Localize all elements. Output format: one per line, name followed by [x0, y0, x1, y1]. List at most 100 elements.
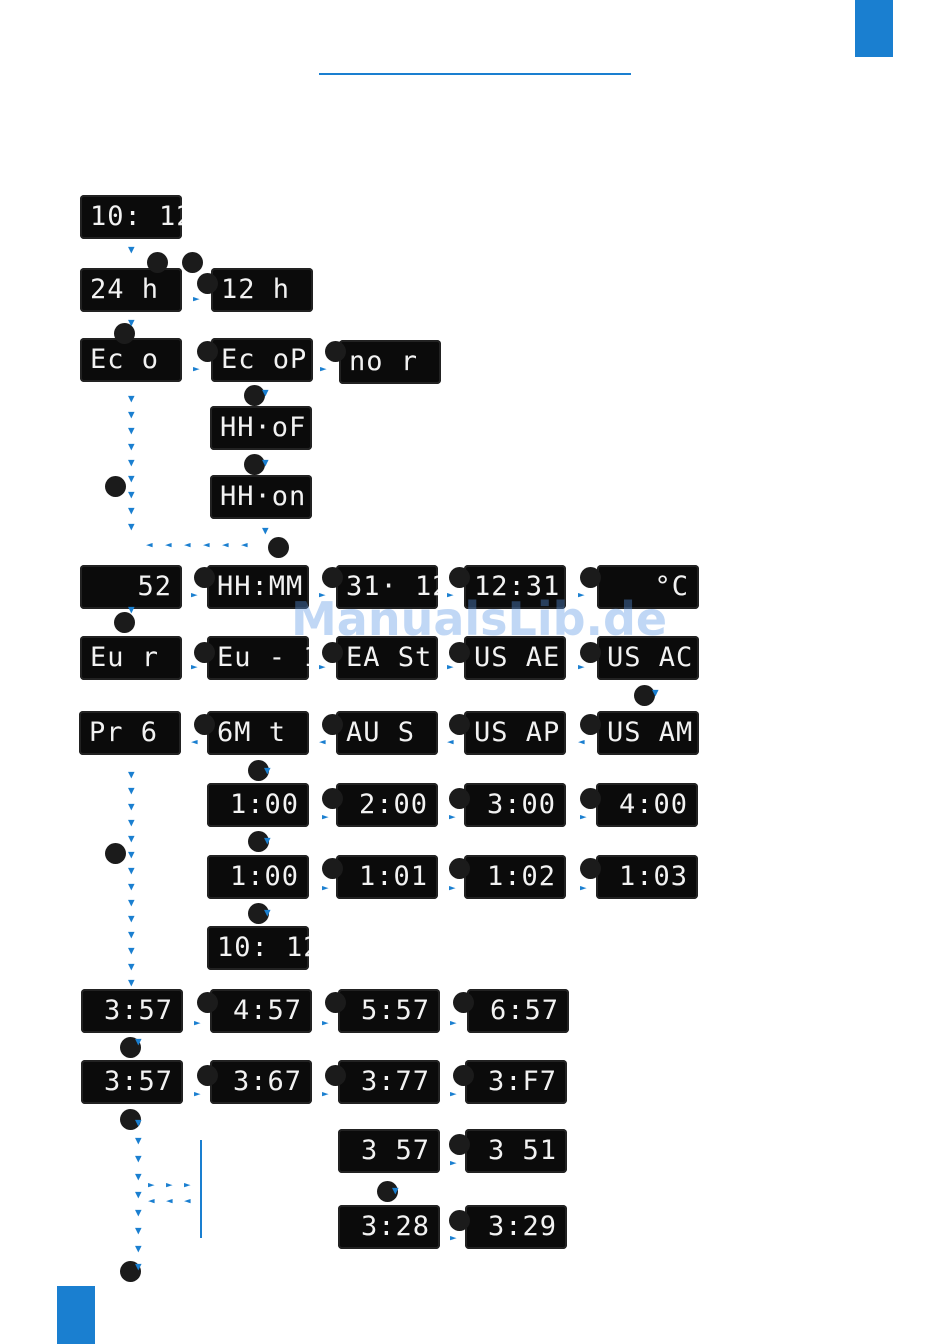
arrow-down-icon: ▼ — [128, 960, 135, 973]
arrow-right-icon: ► — [450, 1231, 457, 1244]
arrow-down-icon: ▼ — [262, 524, 269, 537]
arrow-left-icon: ◄ — [184, 538, 191, 551]
arrow-right-icon: ► — [319, 588, 326, 601]
title-underline — [319, 73, 631, 75]
button-press-icon — [580, 642, 601, 663]
display-screen: Eu - 1 — [207, 636, 309, 680]
button-press-icon — [197, 1065, 218, 1086]
arrow-right-icon: ► — [449, 810, 456, 823]
arrow-down-icon: ▼ — [135, 1152, 142, 1165]
arrow-down-icon: ▼ — [128, 520, 135, 533]
display-screen: 3:77 — [338, 1060, 440, 1104]
arrow-left-icon: ◄ — [148, 1194, 155, 1207]
button-press-icon — [322, 642, 343, 663]
arrow-down-icon: ▼ — [128, 848, 135, 861]
button-press-icon — [449, 642, 470, 663]
arrow-right-icon: ► — [322, 881, 329, 894]
arrow-down-icon: ▼ — [135, 1134, 142, 1147]
display-screen: 5:57 — [338, 989, 440, 1033]
button-press-icon — [244, 454, 265, 475]
button-press-icon — [194, 567, 215, 588]
arrow-down-icon: ▼ — [135, 1035, 142, 1048]
arrow-down-icon: ▼ — [135, 1116, 142, 1129]
button-press-icon — [248, 760, 269, 781]
display-screen: 1:00 — [207, 783, 309, 827]
arrow-down-icon: ▼ — [128, 243, 135, 256]
arrow-down-icon: ▼ — [652, 686, 659, 699]
arrow-right-icon: ► — [578, 588, 585, 601]
display-screen: 3 57 — [338, 1129, 440, 1173]
arrow-right-icon: ► — [193, 362, 200, 375]
button-press-icon — [449, 714, 470, 735]
display-screen: HH·oF — [210, 406, 312, 450]
arrow-down-icon: ▼ — [128, 784, 135, 797]
arrow-right-icon: ► — [322, 1087, 329, 1100]
display-screen: 1:02 — [464, 855, 566, 899]
arrow-down-icon: ▼ — [128, 408, 135, 421]
arrow-down-icon: ▼ — [135, 1224, 142, 1237]
display-screen: HH·on — [210, 475, 312, 519]
button-press-icon — [197, 341, 218, 362]
button-press-icon — [580, 567, 601, 588]
arrow-left-icon: ◄ — [241, 538, 248, 551]
display-screen: 3:00 — [464, 783, 566, 827]
arrow-down-icon: ▼ — [128, 832, 135, 845]
arrow-right-icon: ► — [580, 881, 587, 894]
button-press-icon — [453, 1065, 474, 1086]
button-press-icon — [114, 323, 135, 344]
arrow-right-icon: ► — [578, 660, 585, 673]
arrow-down-icon: ▼ — [262, 386, 269, 399]
display-screen: 3:67 — [210, 1060, 312, 1104]
arrow-left-icon: ◄ — [165, 538, 172, 551]
arrow-left-icon: ◄ — [222, 538, 229, 551]
display-screen: US AP — [464, 711, 566, 755]
button-press-icon — [322, 714, 343, 735]
arrow-down-icon: ▼ — [128, 816, 135, 829]
button-press-icon — [105, 476, 126, 497]
arrow-right-icon: ► — [449, 881, 456, 894]
arrow-down-icon: ▼ — [128, 488, 135, 501]
button-press-icon — [322, 788, 343, 809]
arrow-down-icon: ▼ — [128, 896, 135, 909]
display-screen: 1:00 — [207, 855, 309, 899]
display-screen: 1:03 — [596, 855, 698, 899]
button-press-icon — [449, 567, 470, 588]
arrow-right-icon: ► — [320, 362, 327, 375]
button-press-icon — [248, 903, 269, 924]
arrow-right-icon: ► — [319, 660, 326, 673]
button-press-icon — [325, 341, 346, 362]
arrow-down-icon: ▼ — [128, 880, 135, 893]
arrow-down-icon: ▼ — [128, 472, 135, 485]
button-press-icon — [120, 1261, 141, 1282]
button-press-icon — [147, 252, 168, 273]
display-screen: 24 h — [80, 268, 182, 312]
arrow-right-icon: ► — [450, 1156, 457, 1169]
section-tab-top — [855, 0, 893, 57]
arrow-right-icon: ► — [447, 588, 454, 601]
arrow-down-icon: ▼ — [128, 456, 135, 469]
button-press-icon — [268, 537, 289, 558]
arrow-left-icon: ◄ — [184, 1194, 191, 1207]
display-screen: 3:29 — [465, 1205, 567, 1249]
button-press-icon — [449, 1210, 470, 1231]
display-screen: 12 h — [211, 268, 313, 312]
button-press-icon — [580, 788, 601, 809]
button-press-icon — [580, 714, 601, 735]
arrow-down-icon: ▼ — [128, 912, 135, 925]
arrow-left-icon: ◄ — [191, 735, 198, 748]
display-screen: Ec oP — [211, 338, 313, 382]
arrow-left-icon: ◄ — [578, 735, 585, 748]
arrow-down-icon: ▼ — [128, 800, 135, 813]
arrow-down-icon: ▼ — [135, 1242, 142, 1255]
arrow-down-icon: ▼ — [264, 834, 271, 847]
arrow-right-icon: ► — [193, 292, 200, 305]
button-press-icon — [634, 685, 655, 706]
button-press-icon — [194, 714, 215, 735]
arrow-left-icon: ◄ — [203, 538, 210, 551]
arrow-down-icon: ▼ — [128, 944, 135, 957]
display-screen: US AC — [597, 636, 699, 680]
button-press-icon — [197, 273, 218, 294]
arrow-down-icon: ▼ — [128, 768, 135, 781]
loop-bracket-line — [200, 1140, 202, 1238]
arrow-right-icon: ► — [194, 1016, 201, 1029]
